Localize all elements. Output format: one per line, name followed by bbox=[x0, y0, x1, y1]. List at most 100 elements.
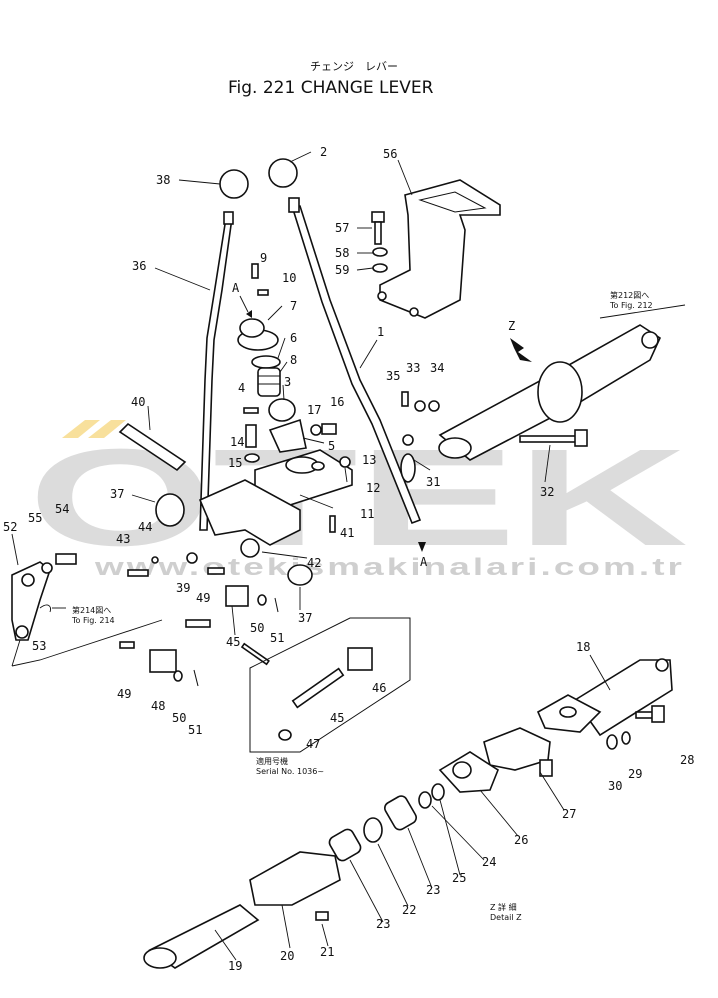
shaft-18 bbox=[573, 659, 673, 737]
arm-52-hole-top bbox=[21, 573, 35, 587]
part-label: 44 bbox=[138, 520, 152, 534]
bolt-21 bbox=[315, 911, 329, 921]
rod-45b bbox=[240, 642, 270, 666]
washer-29 bbox=[621, 731, 631, 745]
ref-fig212-jp: 第212図へ bbox=[610, 290, 649, 300]
part-label: 42 bbox=[307, 556, 321, 570]
part-label: 28 bbox=[680, 753, 694, 767]
part-label: 3 bbox=[284, 375, 291, 389]
part-label: 6 bbox=[290, 331, 297, 345]
part-label: 22 bbox=[402, 903, 416, 917]
left-middle-assembly bbox=[11, 552, 279, 687]
washer-24 bbox=[418, 791, 432, 809]
nut-44 bbox=[151, 556, 159, 564]
nut-47 bbox=[278, 729, 292, 741]
spring-8 bbox=[257, 367, 281, 397]
part-label: 4 bbox=[238, 381, 245, 395]
rod-40 bbox=[118, 422, 187, 472]
part-label: 36 bbox=[132, 259, 146, 273]
arrow-z bbox=[510, 338, 532, 362]
part-label: 33 bbox=[406, 361, 420, 375]
washer-15 bbox=[244, 453, 260, 463]
view-marker-z: Z bbox=[508, 319, 515, 333]
bolt-32 bbox=[519, 435, 581, 443]
part-label: 11 bbox=[360, 507, 374, 521]
bolt-9 bbox=[251, 263, 259, 279]
part-label: 13 bbox=[362, 453, 376, 467]
part-label: 23 bbox=[426, 883, 440, 897]
part-label: 47 bbox=[306, 737, 320, 751]
part-label: 19 bbox=[228, 959, 242, 973]
arm-52-hole bbox=[15, 625, 29, 639]
part-label: 14 bbox=[230, 435, 244, 449]
clip-53 bbox=[39, 604, 51, 613]
clevis-45 bbox=[225, 585, 249, 607]
upper-assembly bbox=[118, 158, 686, 586]
bolt-57-shank bbox=[374, 221, 382, 245]
part-label: 17 bbox=[307, 403, 321, 417]
pin-41 bbox=[329, 515, 336, 533]
leader-lines bbox=[11, 151, 611, 961]
part-label: 49 bbox=[196, 591, 210, 605]
part-label: 37 bbox=[110, 487, 124, 501]
bracket-42 bbox=[198, 479, 301, 546]
part-label: 20 bbox=[280, 949, 294, 963]
inset-frame bbox=[249, 617, 411, 753]
clevis-31 bbox=[400, 453, 416, 483]
part-label: 25 bbox=[452, 871, 466, 885]
cover-7-top bbox=[239, 318, 265, 338]
part-label: 54 bbox=[55, 502, 69, 516]
ring-25 bbox=[431, 783, 445, 801]
spring-23 bbox=[384, 795, 417, 831]
washer-12 bbox=[311, 461, 325, 471]
watermark-accent-shape bbox=[62, 420, 100, 438]
lever-36 bbox=[199, 217, 233, 531]
bushing-37 bbox=[155, 493, 185, 527]
rod-45 bbox=[185, 619, 211, 628]
part-label: 37 bbox=[298, 611, 312, 625]
bracket-56-hole bbox=[409, 307, 419, 317]
clevis-48 bbox=[149, 649, 177, 673]
ref-detail-en: Detail Z bbox=[490, 913, 522, 922]
shaft-end-clevis bbox=[438, 437, 472, 459]
part-label: 46 bbox=[372, 681, 386, 695]
part-label: 15 bbox=[228, 456, 242, 470]
washer-22 bbox=[363, 817, 383, 843]
ball-3 bbox=[268, 398, 296, 422]
lever-1 bbox=[290, 205, 422, 525]
view-marker-a-bottom: A bbox=[420, 555, 428, 569]
nut-13 bbox=[339, 456, 351, 468]
pin-51 bbox=[274, 597, 279, 613]
ref-detail-jp: Z 詳 細 bbox=[490, 902, 517, 912]
knob-2 bbox=[268, 158, 298, 188]
bolt-49 bbox=[207, 567, 225, 575]
part-label: 59 bbox=[335, 263, 349, 277]
part-label: 7 bbox=[290, 299, 297, 313]
part-label: 32 bbox=[540, 485, 554, 499]
ref-fig212-en: To Fig. 212 bbox=[609, 301, 653, 310]
lever-1-thread bbox=[288, 197, 300, 213]
washer-59 bbox=[372, 263, 388, 273]
part-label: 23 bbox=[376, 917, 390, 931]
view-markers: A A Z bbox=[232, 281, 515, 569]
housing-5 bbox=[268, 418, 307, 453]
part-label: 43 bbox=[116, 532, 130, 546]
reference-notes: 第212図へ To Fig. 212 第214図へ To Fig. 214 適用… bbox=[52, 290, 653, 922]
washer-30 bbox=[606, 734, 618, 750]
pin-10 bbox=[257, 289, 269, 296]
detail-z-assembly bbox=[143, 658, 673, 969]
part-label: 16 bbox=[330, 395, 344, 409]
shaft-19-clevis bbox=[143, 947, 177, 969]
part-label: 39 bbox=[176, 581, 190, 595]
part-label: 40 bbox=[131, 395, 145, 409]
pin-35 bbox=[401, 391, 409, 407]
nut-34 bbox=[428, 400, 440, 412]
part-label: 38 bbox=[156, 173, 170, 187]
bolt-14 bbox=[245, 424, 257, 448]
washer-50 bbox=[257, 594, 267, 606]
bolt-32-head bbox=[574, 429, 588, 447]
part-label: 51 bbox=[188, 723, 202, 737]
part-label: 35 bbox=[386, 369, 400, 383]
